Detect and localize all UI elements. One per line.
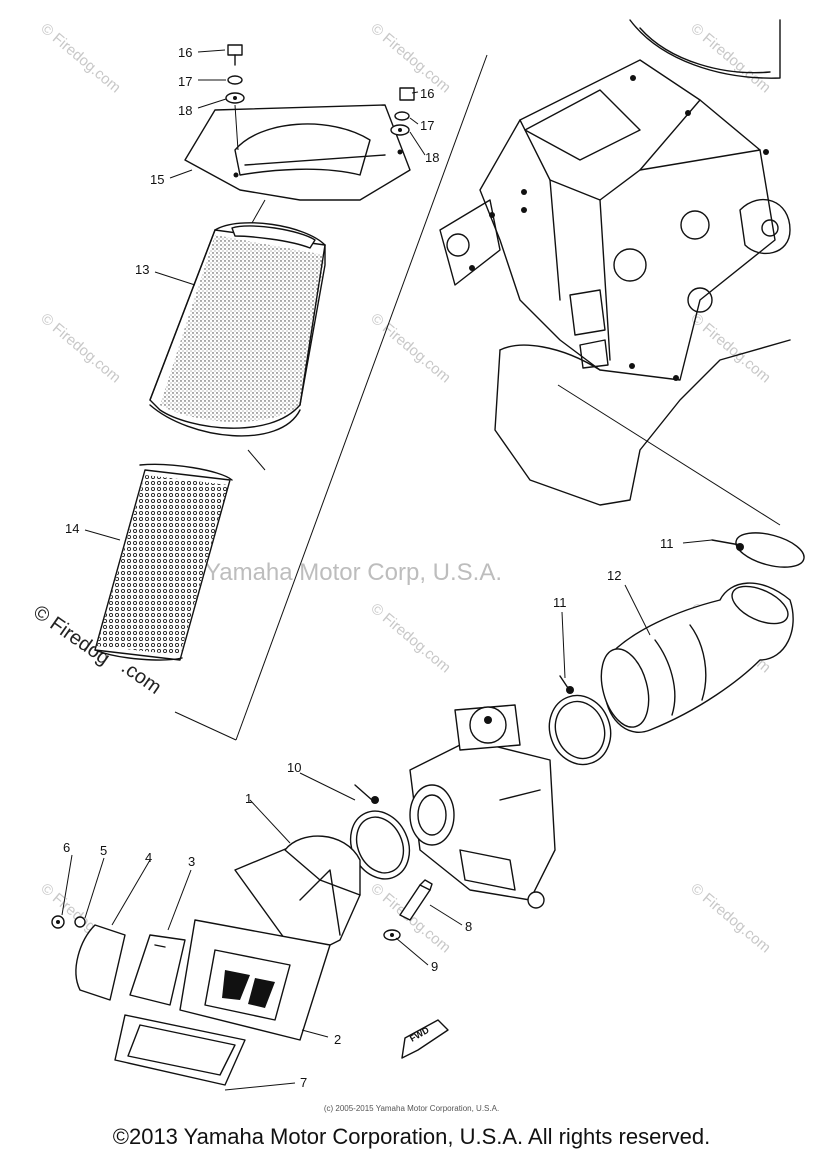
part-14-mesh	[94, 463, 233, 661]
callout-16b: 16	[420, 86, 434, 101]
copyright-notice: ©2013 Yamaha Motor Corporation, U.S.A. A…	[112, 1124, 711, 1149]
watermark-tile: © Firedog.com	[367, 20, 453, 96]
callout-14: 14	[65, 521, 79, 536]
callout-2: 2	[334, 1032, 341, 1047]
part-12-joint	[600, 532, 805, 733]
part-10-clamp	[349, 784, 411, 880]
small-copyright: (c) 2005-2015 Yamaha Motor Corporation, …	[323, 1104, 500, 1113]
part-9-washer	[383, 929, 401, 941]
right-fasteners	[390, 87, 415, 136]
part-4-reed	[75, 924, 126, 1001]
left-fasteners	[225, 44, 245, 151]
part-13-element	[149, 222, 326, 437]
callout-12: 12	[607, 568, 621, 583]
watermark-tile: © Firedog.com	[687, 20, 773, 96]
part-6-screw	[51, 915, 65, 929]
callout-7: 7	[300, 1075, 307, 1090]
callout-17b: 17	[420, 118, 434, 133]
frame-assembly	[439, 19, 791, 506]
callout-10: 10	[287, 760, 301, 775]
callout-15: 15	[150, 172, 164, 187]
watermark-tile: © Firedog.com	[367, 310, 453, 386]
fwd-arrow-icon: FWD	[401, 1019, 449, 1059]
callout-8: 8	[465, 919, 472, 934]
carburetor	[409, 704, 556, 909]
callout-11b: 11	[553, 595, 567, 610]
part-15-cover	[184, 104, 411, 201]
part-5-washer	[74, 916, 86, 928]
watermark-tile: © Firedog.com	[37, 310, 123, 386]
callout-3: 3	[188, 854, 195, 869]
callout-11a: 11	[660, 536, 674, 551]
callout-18a: 18	[178, 103, 192, 118]
callout-13: 13	[135, 262, 149, 277]
watermark-tile: © Firedog.com	[687, 880, 773, 956]
reed-valve-assembly	[114, 919, 331, 1086]
watermark-tile: © Firedog.com	[37, 20, 123, 96]
callout-16a: 16	[178, 45, 192, 60]
part-3-stopper	[129, 934, 186, 1006]
callout-4: 4	[145, 850, 152, 865]
callout-5: 5	[100, 843, 107, 858]
watermark-tile: © Firedog.com	[367, 600, 453, 676]
callout-1: 1	[245, 791, 252, 806]
part-8-bolt	[399, 879, 433, 921]
leader-lines	[61, 49, 713, 1091]
callout-18b: 18	[425, 150, 439, 165]
watermark-center: Yamaha Motor Corp, U.S.A.	[205, 559, 502, 586]
callout-17a: 17	[178, 74, 192, 89]
guide-lines	[174, 54, 781, 741]
callout-labels: 16 17 18 15 16 17 18 13 14 11 12 11 10 1…	[63, 45, 674, 1090]
callout-9: 9	[431, 959, 438, 974]
watermark-left-2: .com	[117, 656, 165, 699]
callout-6: 6	[63, 840, 70, 855]
part-11-clamp	[548, 675, 612, 766]
